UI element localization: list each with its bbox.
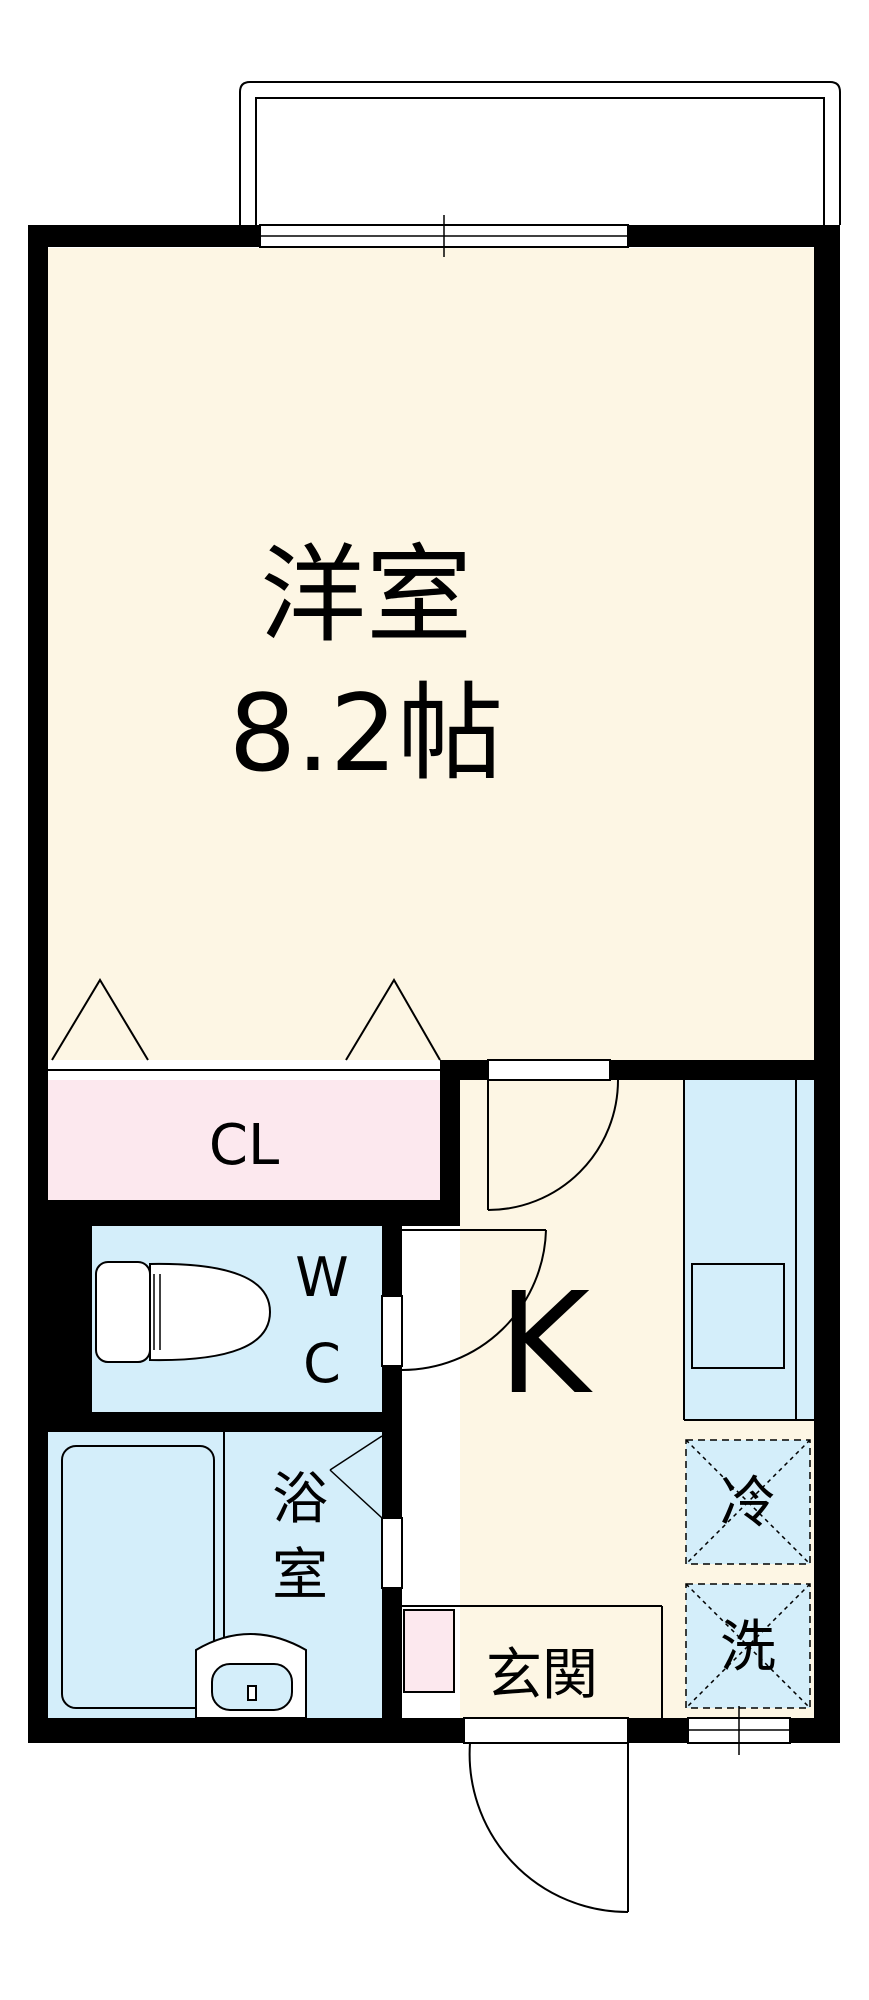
balcony-window <box>259 215 629 257</box>
fridge-space <box>685 1439 811 1565</box>
bathroom-label-2: 室 <box>272 1543 328 1608</box>
kitchen-label: K <box>498 1263 593 1426</box>
bathroom-door <box>329 1435 403 1589</box>
toilet-door <box>381 1229 547 1371</box>
toilet-icon <box>95 1261 272 1363</box>
western-room-size: 8.2帖 <box>229 672 504 795</box>
closet-floor <box>48 1080 440 1200</box>
western-room-name: 洋室 <box>260 534 472 657</box>
bathroom-label-1: 浴 <box>272 1467 328 1532</box>
wash-basin-icon <box>195 1633 307 1719</box>
washer-window <box>687 1706 791 1755</box>
closet-folding-doors <box>48 978 441 1080</box>
fridge-label: 冷 <box>720 1471 776 1536</box>
entrance-door <box>463 1717 629 1914</box>
kitchen-counter-fixtures <box>683 1080 814 1421</box>
balcony <box>239 81 841 225</box>
entrance-step <box>402 1605 663 1718</box>
sink-icon <box>691 1263 785 1369</box>
toilet-label-w: W <box>295 1246 348 1309</box>
closet-label: CL <box>209 1113 279 1178</box>
washer-label: 洗 <box>720 1615 776 1680</box>
washer-space <box>685 1583 811 1709</box>
kitchen-door <box>487 1059 619 1211</box>
shoe-box <box>403 1609 455 1693</box>
toilet-label-c: C <box>303 1332 341 1395</box>
entrance-label: 玄関 <box>486 1643 598 1708</box>
western-room-floor <box>48 248 814 1060</box>
